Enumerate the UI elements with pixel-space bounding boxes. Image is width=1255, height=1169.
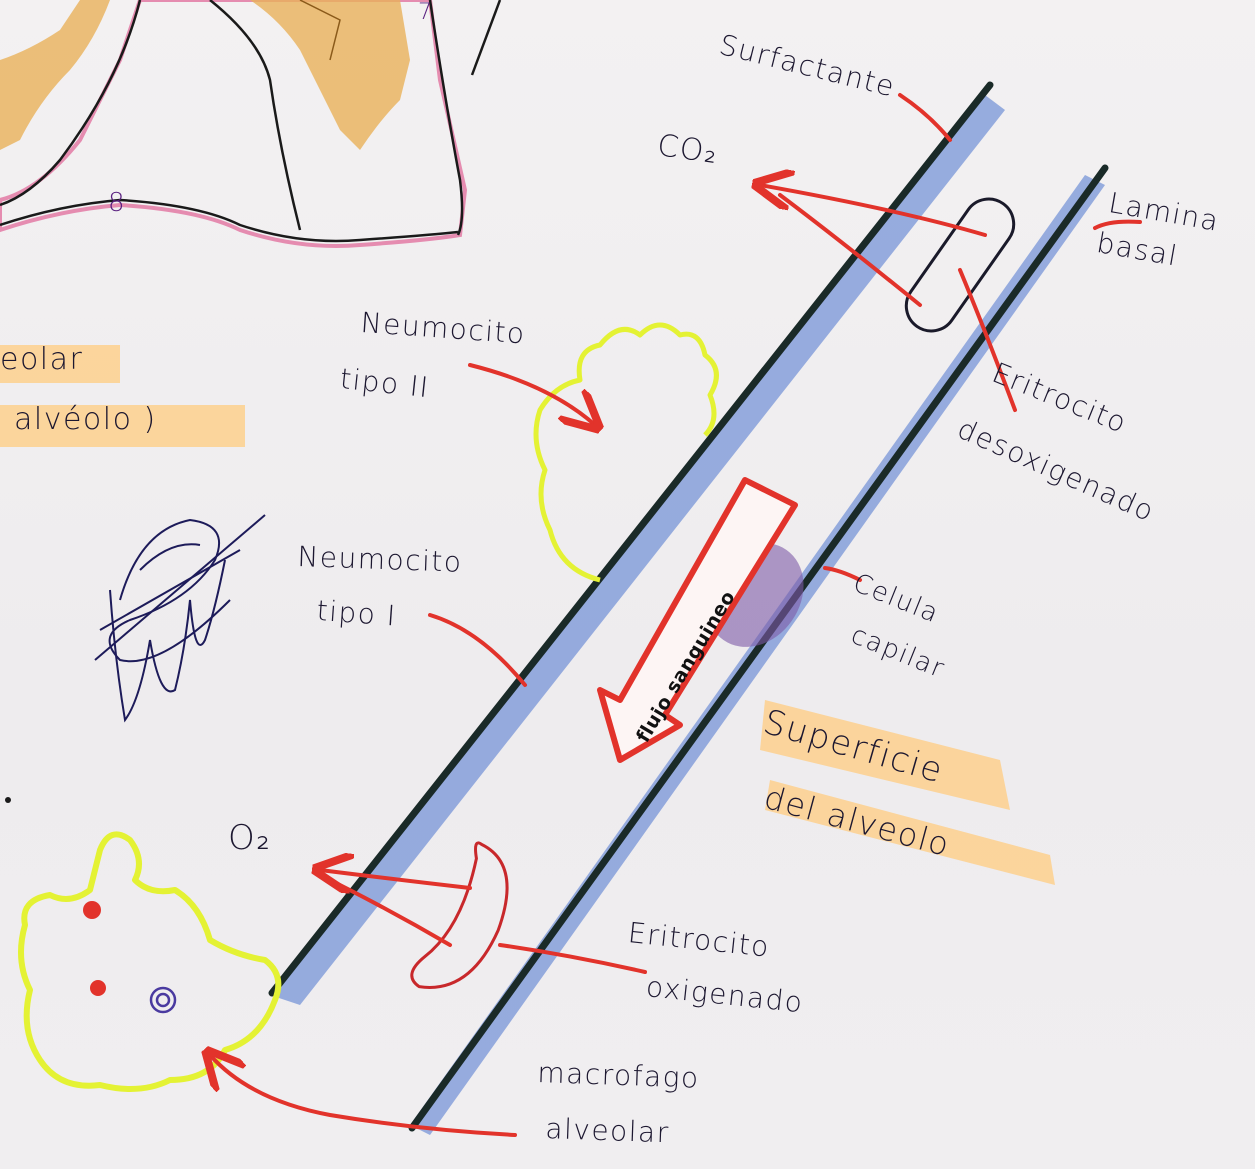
label-neumocito-i-line2: tipo I [316, 594, 398, 632]
neumocito-ii-pointer [470, 365, 595, 425]
surfactante-pointer [900, 95, 950, 140]
label-neumocito-i-line1: Neumocito [297, 540, 463, 579]
macrophage-dot-2 [90, 980, 106, 996]
alveolar-wall-line [272, 85, 990, 993]
label-macrofago-line1: macrofago [537, 1056, 700, 1095]
label-macrofago-line2: alveolar [545, 1112, 670, 1149]
signature [95, 515, 265, 720]
label-digit-8: 8 [108, 188, 126, 218]
oxygenated-erythrocyte [408, 837, 524, 1006]
lung-tissue-sketch [0, 0, 500, 246]
alveolar-macrophage [21, 834, 278, 1089]
label-digit-7: 7 [418, 0, 434, 25]
neumocito-i-pointer [430, 615, 525, 685]
macrophage-nucleus [151, 988, 175, 1012]
co2-arrow [760, 185, 985, 235]
dot-mark [5, 797, 11, 803]
label-eolar: eolar [0, 342, 83, 377]
label-alveolo-partial: alvéolo ) [14, 402, 157, 437]
label-o2: O₂ [228, 818, 271, 858]
macrophage-dot-1 [83, 901, 101, 919]
